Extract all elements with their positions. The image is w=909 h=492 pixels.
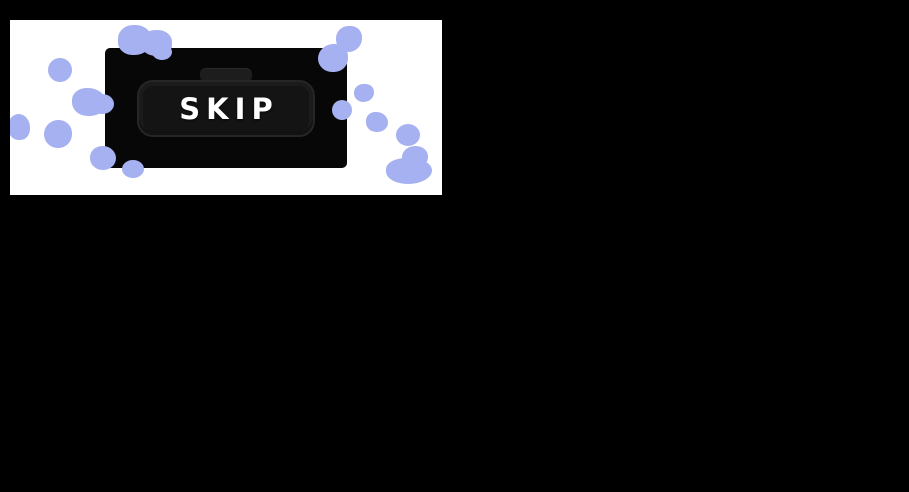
paint-blob — [10, 114, 30, 140]
paint-blob — [366, 112, 388, 132]
paint-blob — [354, 84, 374, 102]
paint-blob — [72, 88, 106, 116]
panel-notch — [200, 68, 252, 82]
paint-blob — [396, 124, 420, 146]
paint-blob — [44, 120, 72, 148]
paint-blob — [386, 158, 432, 184]
skip-button[interactable]: SKIP — [137, 80, 315, 137]
drawing-canvas[interactable]: SKIP — [10, 20, 442, 195]
skip-panel: SKIP — [105, 48, 347, 168]
paint-blob — [48, 58, 72, 82]
paint-blob — [402, 146, 428, 168]
